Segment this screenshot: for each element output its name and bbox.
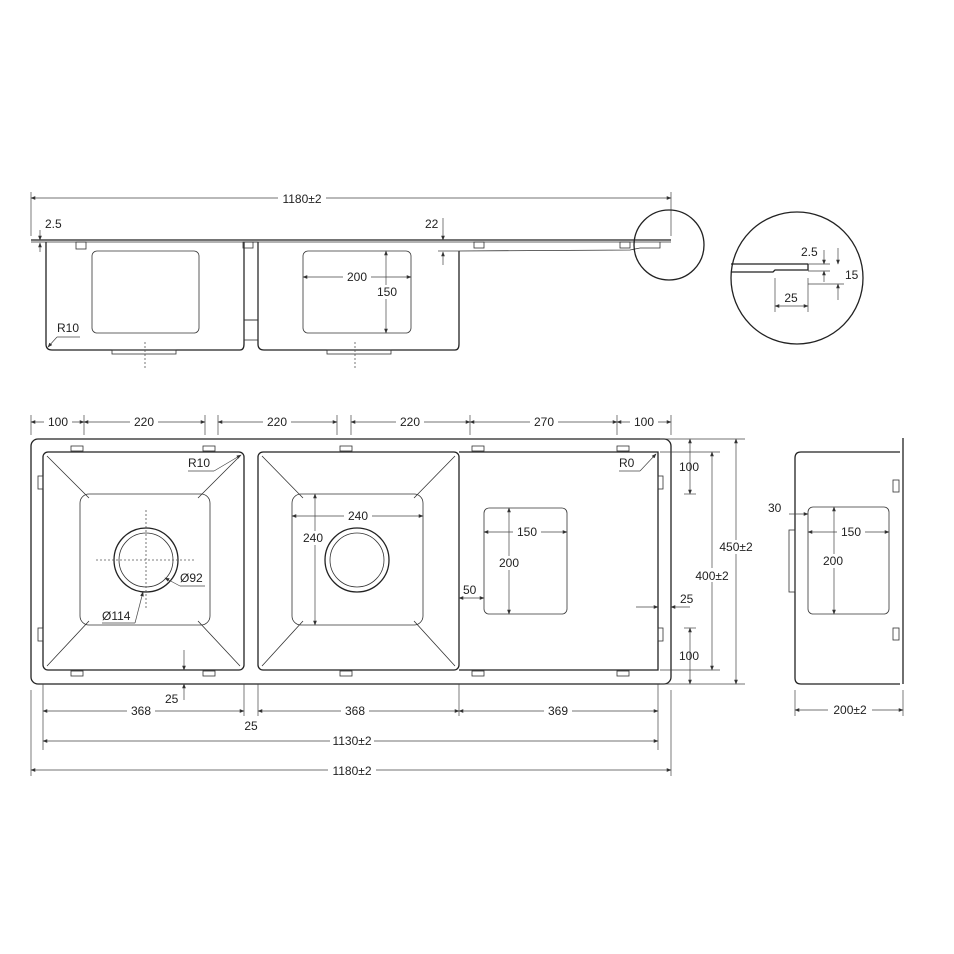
side-view: 1180±2 2.5 200 150 22 R10	[30, 190, 705, 368]
bowl-1	[42, 451, 245, 671]
top-dimensions: 100 220 220 220 270 100	[30, 414, 672, 435]
overflow-height-label: 150	[377, 285, 397, 299]
inner-width-label: 1130±2	[332, 734, 371, 748]
end-depth-label: 200±2	[833, 703, 867, 717]
drainer-cutout	[483, 507, 568, 615]
drainboard-radius-label: R0	[619, 456, 635, 470]
side-overall-width: 1180±2	[282, 192, 321, 206]
right-bottom-label: 100	[679, 649, 699, 663]
overflow-window	[302, 250, 412, 334]
bowl2-width-label: 368	[345, 704, 365, 718]
drain-outer-label: Ø114	[102, 609, 131, 623]
drainer-width-label: 150	[517, 525, 537, 539]
top-dim-3: 220	[267, 415, 287, 429]
bowl-2	[257, 451, 460, 671]
top-dim-5: 270	[534, 415, 554, 429]
drainboard-drop-label: 22	[425, 217, 439, 231]
drain-2	[324, 527, 390, 593]
drainer-offset-label: 50	[463, 583, 477, 597]
drainer-height-label: 200	[499, 556, 519, 570]
end-window-height-label: 200	[823, 554, 843, 568]
detail-view: 2.5 15 25	[730, 211, 864, 345]
floor-width-label: 240	[348, 509, 368, 523]
inner-height-label: 400±2	[695, 569, 729, 583]
top-dim-6: 100	[634, 415, 654, 429]
drainboard	[459, 451, 659, 671]
bowl1-width-label: 368	[131, 704, 151, 718]
plan-clips	[37, 445, 664, 677]
top-dim-2: 220	[134, 415, 154, 429]
overflow-width-label: 200	[347, 270, 367, 284]
overall-height-label: 450±2	[719, 540, 753, 554]
detail-thickness-label: 2.5	[801, 245, 818, 259]
detail-depth-label: 15	[845, 268, 859, 282]
right-top-label: 100	[679, 460, 699, 474]
floor-height-label: 240	[303, 531, 323, 545]
side-clips	[75, 241, 631, 250]
end-view: 30 150 200 200±2	[768, 438, 904, 717]
plan-view: 100 220 220 220 270 100 R10 R0 Ø114 Ø92 …	[30, 414, 757, 778]
detail-callout-circle	[633, 209, 705, 281]
overall-width-label: 1180±2	[332, 764, 371, 778]
bowl-gap-label: 25	[244, 719, 258, 733]
bottom-edge-label: 25	[165, 692, 179, 706]
lip-thickness-label: 2.5	[45, 217, 62, 231]
drain-inner-label: Ø92	[180, 571, 203, 585]
side-radius-label: R10	[57, 321, 79, 335]
bowl-radius-label: R10	[188, 456, 210, 470]
right-edge-label: 25	[680, 592, 694, 606]
drainboard-width-label: 369	[548, 704, 568, 718]
top-dim-1: 100	[48, 415, 68, 429]
flange-label: 30	[768, 501, 782, 515]
top-dim-4: 220	[400, 415, 420, 429]
detail-length-label: 25	[784, 291, 798, 305]
end-window-width-label: 150	[841, 525, 861, 539]
